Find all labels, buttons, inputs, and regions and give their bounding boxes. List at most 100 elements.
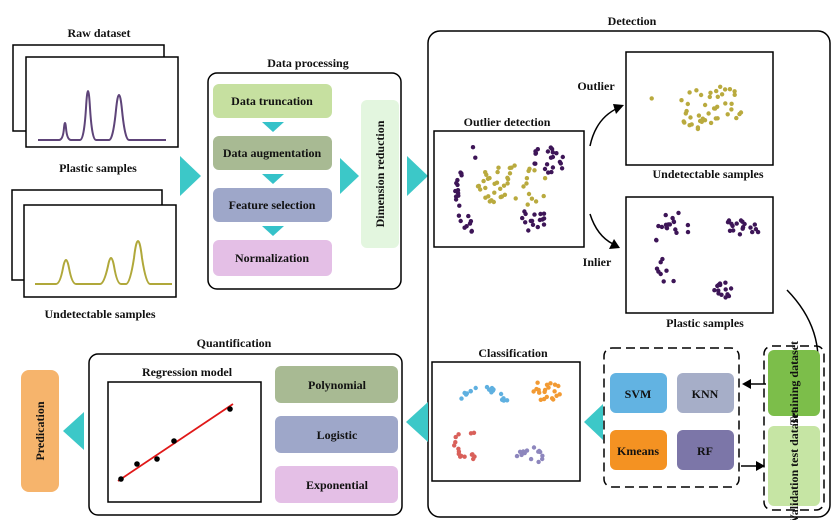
inlier-label: Inlier xyxy=(583,255,612,269)
scatter-point xyxy=(654,238,659,243)
scatter-point xyxy=(713,116,718,121)
plastic-samples-label: Plastic samples xyxy=(59,161,137,175)
scatter-point xyxy=(527,166,532,171)
classification-plot xyxy=(431,361,581,482)
scatter-point xyxy=(531,445,537,450)
data-processing-title: Data processing xyxy=(267,56,348,70)
model-kmeans: Kmeans xyxy=(610,430,667,470)
scatter-point xyxy=(685,229,691,235)
svg-text:KNN: KNN xyxy=(692,387,719,401)
scatter-point xyxy=(509,165,514,170)
step-arrow-2 xyxy=(262,174,284,184)
svg-text:SVM: SVM xyxy=(625,387,652,401)
scatter-point xyxy=(502,192,508,197)
scatter-point xyxy=(674,230,679,235)
scatter-point xyxy=(742,221,747,227)
scatter-point xyxy=(748,225,753,230)
arrow-detection-to-quantification xyxy=(406,402,428,442)
scatter-point xyxy=(456,432,461,437)
scatter-point xyxy=(524,176,530,181)
scatter-point xyxy=(478,187,483,192)
scatter-point xyxy=(685,222,691,228)
arrow-to-inlier xyxy=(589,213,614,245)
scatter-point xyxy=(505,175,510,180)
scatter-point xyxy=(517,449,523,454)
svg-text:Exponential: Exponential xyxy=(306,478,369,492)
outlier-scatter-points xyxy=(649,84,744,132)
inlier-plot xyxy=(625,196,774,314)
scatter-point xyxy=(649,96,654,101)
scatter-point xyxy=(459,396,464,401)
scatter-point xyxy=(541,222,547,227)
scatter-point xyxy=(464,224,469,229)
svg-text:Training dataset: Training dataset xyxy=(787,341,801,425)
scatter-point xyxy=(538,211,543,217)
scatter-point xyxy=(729,101,734,107)
scatter-point xyxy=(524,448,530,453)
scatter-point xyxy=(455,190,461,196)
scatter-point xyxy=(492,190,497,195)
scatter-point xyxy=(732,92,737,98)
scatter-point xyxy=(532,212,537,217)
scatter-point xyxy=(708,120,714,126)
scatter-point xyxy=(471,430,477,435)
scatter-point xyxy=(549,396,555,401)
scatter-point xyxy=(505,181,510,186)
scatter-point xyxy=(526,228,531,233)
model-logistic: Logistic xyxy=(275,416,398,453)
scatter-point xyxy=(560,154,565,160)
scatter-point xyxy=(458,170,463,175)
scatter-point xyxy=(740,226,745,231)
scatter-point xyxy=(550,150,555,155)
scatter-point xyxy=(452,443,457,448)
scatter-point xyxy=(528,218,533,224)
scatter-point xyxy=(453,197,459,202)
arrow-quantification-to-prediction xyxy=(63,412,84,450)
scatter-point xyxy=(514,453,520,459)
scatter-point xyxy=(548,381,553,386)
scatter-point xyxy=(671,219,676,224)
scatter-point xyxy=(521,184,526,189)
scatter-point xyxy=(544,162,550,167)
undetectable-samples-label: Undetectable samples xyxy=(45,307,156,321)
scatter-point xyxy=(687,123,692,128)
scatter-point xyxy=(734,221,739,226)
scatter-point xyxy=(656,269,661,274)
scatter-point xyxy=(528,456,534,462)
scatter-point xyxy=(546,170,551,175)
svg-text:Validation test dataset: Validation test dataset xyxy=(787,409,801,520)
scatter-point xyxy=(536,459,541,465)
svg-text:Kmeans: Kmeans xyxy=(617,444,659,458)
scatter-point xyxy=(552,389,557,394)
scatter-point xyxy=(523,211,528,217)
scatter-point xyxy=(453,434,458,440)
scatter-point xyxy=(737,232,743,237)
scatter-point xyxy=(659,224,665,230)
scatter-point xyxy=(501,183,507,188)
scatter-point xyxy=(548,145,553,150)
scatter-point xyxy=(476,183,482,189)
scatter-point xyxy=(486,194,491,199)
scatter-point xyxy=(738,110,744,115)
scatter-point xyxy=(501,396,506,401)
scatter-point xyxy=(531,389,536,394)
scatter-point xyxy=(512,163,517,168)
scatter-point xyxy=(755,229,761,235)
scatter-point xyxy=(520,215,525,221)
training-dataset-box: Training dataset xyxy=(768,341,820,425)
scatter-point xyxy=(523,220,528,225)
scatter-point xyxy=(550,165,556,170)
arrow-to-outlier-head xyxy=(613,104,624,114)
regression-model-title: Regression model xyxy=(142,365,233,379)
scatter-point xyxy=(538,397,543,402)
scatter-point xyxy=(723,287,728,292)
scatter-point xyxy=(558,161,563,166)
plastic-spectrum-line xyxy=(38,90,166,141)
svg-text:RF: RF xyxy=(697,444,713,458)
classification-title: Classification xyxy=(478,346,548,360)
data-processing-frame xyxy=(207,72,402,290)
scatter-point xyxy=(714,88,719,94)
scatter-point xyxy=(468,389,473,394)
mixed-scatter-points xyxy=(453,145,565,234)
scatter-point xyxy=(722,87,728,92)
